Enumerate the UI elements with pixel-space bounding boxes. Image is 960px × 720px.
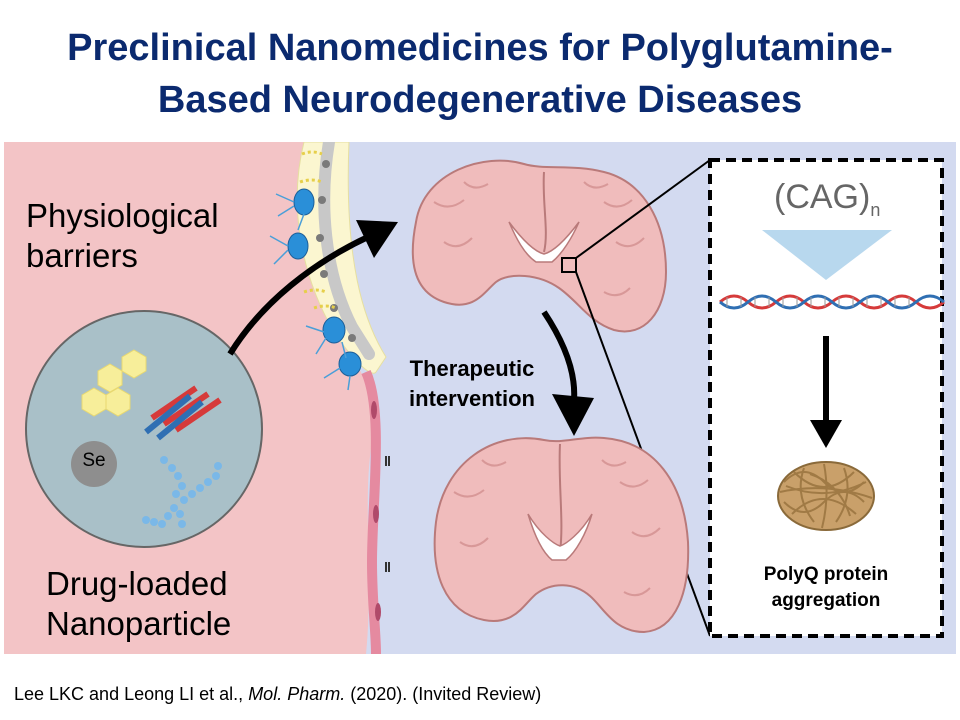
barrier-layer: [269, 136, 390, 655]
therapeutic-label: Therapeutic intervention: [409, 356, 535, 411]
nanoparticle: [25, 310, 263, 548]
treated-brain: [433, 436, 690, 634]
selenium-label: Se: [82, 450, 106, 471]
dna-helix: [719, 294, 945, 310]
barriers-label: Physiological barriers: [26, 197, 219, 274]
delivery-arrow: [227, 220, 398, 356]
selenium-core: [71, 441, 117, 487]
graphical-abstract: Physiological barriers Drug-loaded Nanop…: [4, 136, 956, 655]
zoom-region: [561, 257, 577, 273]
nucleic-acid: [144, 385, 222, 441]
figure-canvas: [4, 136, 956, 655]
nanoparticle-label: Drug-loaded Nanoparticle: [46, 565, 232, 642]
journal-name: Mol. Pharm.: [248, 684, 346, 704]
protein-aggregate: [777, 461, 875, 531]
citation: Lee LKC and Leong LI et al., Mol. Pharm.…: [14, 684, 542, 704]
aggregation-label: PolyQ protein aggregation: [763, 564, 889, 611]
title-line-2: Based Neurodegenerative Diseases: [157, 79, 803, 121]
small-molecule-drug: [81, 349, 147, 417]
expansion-triangle: [762, 230, 892, 280]
title-line-1: Preclinical Nanomedicines for Polyglutam…: [67, 27, 893, 69]
therapeutic-arrow: [541, 310, 594, 436]
aggregation-arrow: [810, 336, 842, 448]
diseased-brain: [411, 159, 668, 333]
page-title: Preclinical Nanomedicines for Polyglutam…: [0, 22, 960, 126]
peptide-chain: [142, 456, 222, 528]
cag-repeat-label: (CAG)n: [774, 178, 881, 220]
